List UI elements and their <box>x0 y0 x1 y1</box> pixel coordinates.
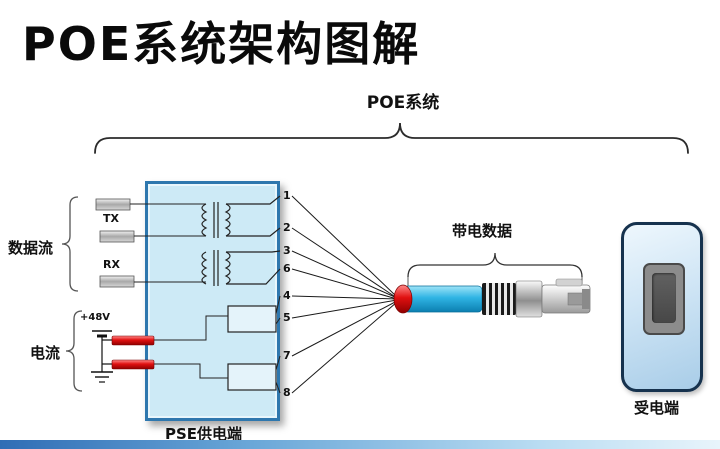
red-bus-bar <box>111 335 155 346</box>
power-block <box>227 305 277 333</box>
device-port-opening <box>652 273 676 323</box>
rj45-clip <box>555 278 583 287</box>
resistor <box>95 198 131 211</box>
power-leads <box>152 295 281 394</box>
rj45-tip <box>582 289 590 309</box>
resistor <box>99 230 135 243</box>
transformer <box>201 250 281 286</box>
pin-label-4: 4 <box>283 289 291 302</box>
cable-ferrule-red <box>393 284 413 314</box>
pin-label-2: 2 <box>283 221 291 234</box>
connector-metal-ring <box>515 280 543 318</box>
ground-icon <box>91 371 113 383</box>
powered-data-label: 带电数据 <box>452 222 513 240</box>
battery-icon <box>92 330 112 372</box>
pin-label-6: 6 <box>283 262 291 275</box>
system-brace <box>94 122 689 154</box>
voltage-label: +48V <box>80 312 111 323</box>
tx-label: TX <box>103 212 119 225</box>
cable-jacket <box>403 285 483 313</box>
current-label: 电流 <box>30 344 61 362</box>
power-bus-bars <box>111 335 155 370</box>
poe-system-label: POE系统 <box>366 93 440 113</box>
pin-label-8: 8 <box>283 386 291 399</box>
page-title: POE系统架构图解 <box>22 17 421 71</box>
data-flow-brace <box>61 196 79 292</box>
data-flow-label: 数据流 <box>8 239 54 257</box>
cable-strain-relief <box>482 283 516 315</box>
pin-label-7: 7 <box>283 349 291 362</box>
pse-end-label: PSE供电端 <box>165 425 243 443</box>
powered-end-label: 受电端 <box>634 399 680 417</box>
data-leads <box>130 203 206 283</box>
bottom-gradient-bar <box>0 440 720 449</box>
power-blocks <box>227 305 277 391</box>
power-block <box>227 363 277 391</box>
pin-label-1: 1 <box>283 189 291 202</box>
rx-label: RX <box>103 258 120 271</box>
resistor <box>99 275 135 288</box>
pin-label-3: 3 <box>283 244 291 257</box>
powered-device <box>621 222 703 392</box>
transformer <box>201 195 281 238</box>
red-bus-bar <box>111 359 155 370</box>
pse-box <box>145 181 280 421</box>
ethernet-cable <box>393 278 591 318</box>
device-port <box>643 263 685 335</box>
power-brace <box>65 310 83 392</box>
pin-wires <box>291 195 398 394</box>
pin-label-5: 5 <box>283 311 291 324</box>
